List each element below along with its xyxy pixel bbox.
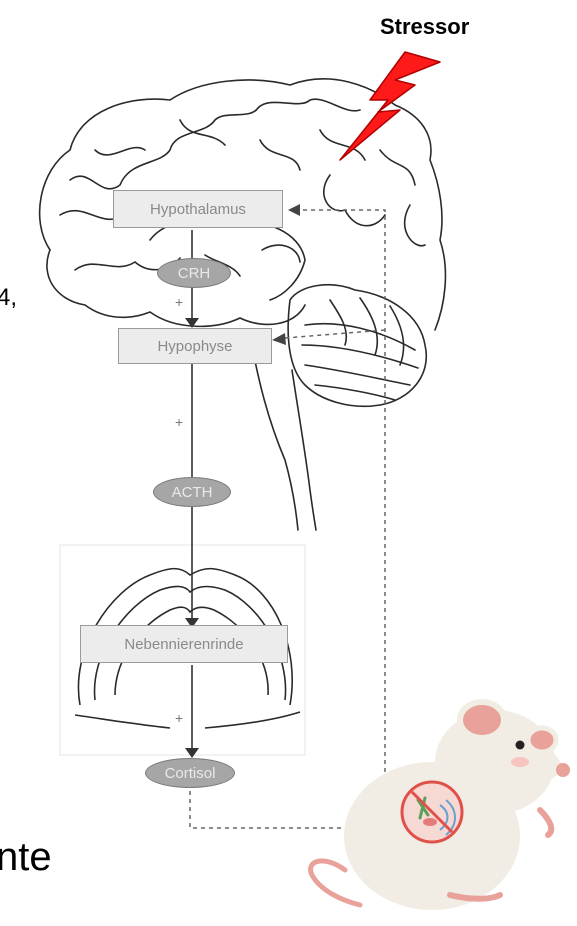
plus-sign: + (175, 710, 183, 726)
cropped-text-bottom: nte (0, 835, 52, 880)
plus-sign: + (175, 414, 183, 430)
cropped-text-left: 4, (0, 284, 17, 312)
node-nebennierenrinde: Nebennierenrinde (80, 625, 288, 663)
plus-sign: + (175, 294, 183, 310)
node-crh: CRH (157, 258, 231, 288)
node-hypophyse: Hypophyse (118, 328, 272, 364)
feedback-lines (190, 210, 385, 828)
node-cortisol: Cortisol (145, 758, 235, 788)
stressor-label: Stressor (380, 14, 469, 40)
node-hypothalamus: Hypothalamus (113, 190, 283, 228)
no-microbiome-icon (402, 782, 462, 842)
lightning-bolt-icon (340, 52, 440, 160)
node-acth: ACTH (153, 477, 231, 507)
